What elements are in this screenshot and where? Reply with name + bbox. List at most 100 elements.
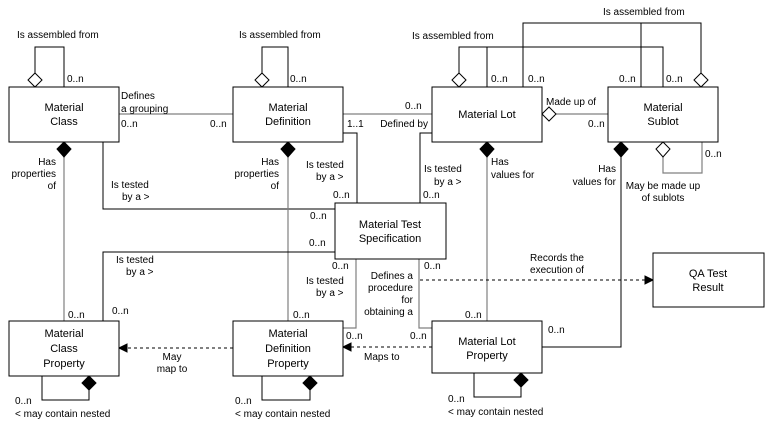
multiplicity-label: 0..n <box>465 310 482 321</box>
multiplicity-label: 0..n <box>15 396 32 407</box>
material-lot-box[interactable]: Material Lot <box>431 86 543 143</box>
multiplicity-label: 1..1 <box>347 119 364 130</box>
material-class-property-box[interactable]: Material Class Property <box>8 320 120 377</box>
multiplicity-label: 0..n <box>448 394 465 405</box>
relationship-label: of <box>48 181 57 192</box>
aggregation-diamond-icon <box>451 72 467 88</box>
relationship-label: Defines <box>121 91 155 102</box>
material-sublot-box[interactable]: Material Sublot <box>607 86 719 143</box>
box-label: Material Lot <box>458 336 515 348</box>
relationship-label: Has <box>261 157 279 168</box>
mts-mdp-line <box>343 259 357 329</box>
relationship-label: May be made up <box>626 181 701 192</box>
relationship-label: values for <box>573 177 617 188</box>
box-label: Definition <box>265 343 311 355</box>
md-self-loop <box>261 46 289 87</box>
relationship-label: a grouping <box>121 104 168 115</box>
box-label: Property <box>43 358 85 370</box>
box-label: Material Lot <box>458 109 515 121</box>
box-label: Result <box>692 282 723 294</box>
relationship-label: obtaining a <box>364 307 413 318</box>
connectors <box>34 22 703 401</box>
box-label: Class <box>50 343 78 355</box>
sublot-self-loop <box>662 142 703 174</box>
mts-mcp-line <box>102 251 335 321</box>
multiplicity-label: 0..n <box>121 119 138 130</box>
box-outline <box>431 86 543 143</box>
box-outline <box>8 320 120 377</box>
relationship-label: Is tested <box>306 160 344 171</box>
relationship-label: < may contain nested <box>448 407 543 418</box>
multiplicity-label: 0..n <box>67 74 84 85</box>
box-label: QA Test <box>689 268 727 280</box>
box-label: Material Test <box>359 219 421 231</box>
box-label: Material <box>44 102 83 114</box>
multiplicity-label: 0..n <box>423 190 440 201</box>
material-lot-property-box[interactable]: Material Lot Property <box>431 320 543 374</box>
box-label: Material <box>268 328 307 340</box>
relationship-label: May <box>163 352 182 363</box>
md-mts-line <box>343 132 358 203</box>
mdp-self-loop <box>261 376 311 401</box>
multiplicity-label: 0..n <box>290 74 307 85</box>
multiplicity-label: 0..n <box>333 190 350 201</box>
relationship-label: Is assembled from <box>603 7 685 18</box>
material-test-spec-box[interactable]: Material Test Specification <box>334 202 447 260</box>
box-label: Specification <box>359 233 421 245</box>
multiplicity-label: 0..n <box>210 119 227 130</box>
multiplicity-label: 0..n <box>424 261 441 272</box>
multiplicity-label: 0..n <box>705 149 722 160</box>
multiplicity-label: 0..n <box>410 331 427 342</box>
relationship-label: Has <box>598 164 616 175</box>
material-definition-property-box[interactable]: Material Definition Property <box>232 320 344 377</box>
box-label: Material <box>643 102 682 114</box>
multiplicity-label: 0..n <box>588 119 605 130</box>
composition-diamond-icon <box>302 375 318 391</box>
multiplicity-label: 0..n <box>235 396 252 407</box>
relationship-label: Is assembled from <box>17 30 99 41</box>
multiplicity-label: 0..n <box>548 325 565 336</box>
relationship-label: Has <box>38 157 56 168</box>
composition-diamond-icon <box>81 375 97 391</box>
relationship-label: Maps to <box>364 352 400 363</box>
relationship-label: of sublots <box>642 193 685 204</box>
multiplicity-label: 0..n <box>112 306 129 317</box>
box-label: Material <box>268 102 307 114</box>
relationship-label: for <box>401 295 413 306</box>
relationship-labels: Is assembled from Is assembled from Is a… <box>12 7 722 420</box>
sublot-assembly-loop <box>522 22 702 87</box>
box-outline <box>607 86 719 143</box>
mc-mts-line <box>102 142 335 210</box>
multiplicity-label: 0..n <box>310 211 327 222</box>
relationship-label: Is assembled from <box>239 30 321 41</box>
material-definition-box[interactable]: Material Definition <box>232 86 344 143</box>
aggregation-diamond-icon <box>541 106 557 122</box>
aggregation-diamond-icon <box>27 72 43 88</box>
box-label: Definition <box>265 116 311 128</box>
relationship-label: < may contain nested <box>235 409 330 420</box>
relationship-label: < may contain nested <box>15 409 110 420</box>
aggregation-diamond-icon <box>693 72 709 88</box>
relationship-label: by a > <box>434 177 462 188</box>
multiplicity-label: 0..n <box>293 310 310 321</box>
box-outline <box>334 202 447 260</box>
mcp-self-loop <box>41 376 90 401</box>
relationship-label: execution of <box>530 265 584 276</box>
box-outline <box>652 252 765 308</box>
box-outline <box>232 320 344 377</box>
relationship-label: by a > <box>316 288 344 299</box>
multiplicity-label: 0..n <box>309 238 326 249</box>
material-class-box[interactable]: Material Class <box>8 86 120 143</box>
relationship-label: Has <box>491 157 509 168</box>
relationship-label: properties <box>235 169 279 180</box>
qa-test-result-box[interactable]: QA Test Result <box>652 252 765 308</box>
box-outline <box>232 86 344 143</box>
relationship-label: Defined by <box>380 119 428 130</box>
composition-diamond-icon <box>479 141 495 158</box>
box-outline <box>8 86 120 143</box>
arrow-head-icon <box>117 343 128 353</box>
box-outline <box>431 320 543 374</box>
relationship-label: Is tested <box>111 180 149 191</box>
relationship-label: Is tested <box>116 255 154 266</box>
composition-diamond-icon <box>56 141 72 158</box>
